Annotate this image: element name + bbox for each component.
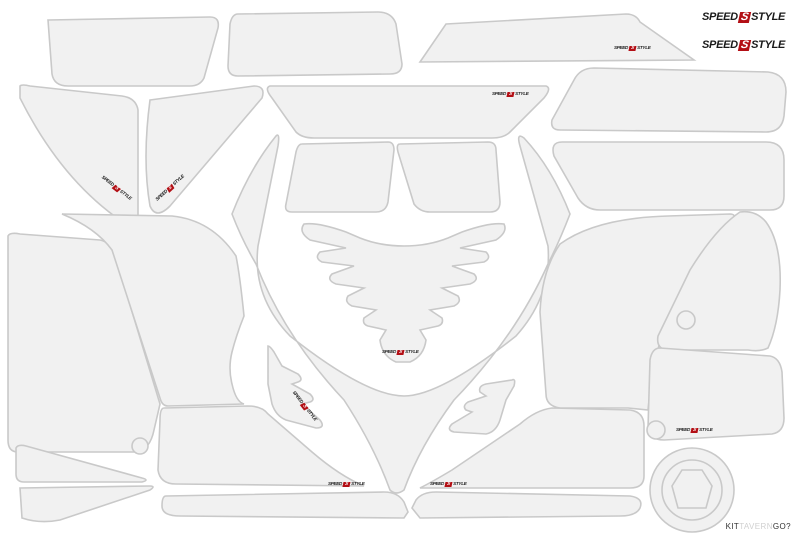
brand-logo-right-lower: SPEED S STYLE (430, 481, 467, 487)
footer-brand-part-2: TAVERN (739, 522, 773, 531)
decal-right-upper-panel (550, 67, 787, 133)
footer-brand-part-1: KIT (725, 522, 740, 531)
logo-word-2: STYLE (751, 11, 786, 23)
decal-right-lower-wedge (419, 407, 645, 489)
decal-left-lower-wedge (157, 405, 365, 487)
decal-right-circle-cutout-2 (646, 420, 666, 440)
footer-brand-part-3: GO? (772, 522, 791, 531)
footer-brand-text: KITTAVERNGO? (726, 522, 791, 531)
decal-center-v-fairing (231, 134, 571, 494)
logo-word-2: STYLE (699, 427, 713, 432)
decal-left-triangle-inner (145, 85, 264, 214)
logo-mark: S (444, 481, 453, 487)
logo-word-1: SPEED (328, 481, 343, 486)
decal-right-lower-panel (552, 141, 785, 211)
brand-logo-tank-pad: SPEED S STYLE (382, 349, 419, 355)
decal-left-side-mid (61, 213, 245, 407)
decal-top-center-panel (227, 11, 403, 77)
decal-center-strip (266, 85, 550, 139)
brand-logo-top-1: SPEED S STYLE (702, 11, 786, 23)
decal-left-bottom-strip-1 (15, 444, 147, 483)
decal-right-mid-panel (647, 347, 785, 441)
decal-top-left-panel (47, 16, 220, 87)
decal-bottom-long-strip (161, 491, 642, 519)
logo-word-1: SPEED (430, 481, 445, 486)
logo-word-1: SPEED (702, 39, 738, 51)
decal-left-fins (267, 345, 324, 429)
logo-mark: S (506, 91, 515, 97)
logo-mark: S (628, 45, 637, 51)
logo-word-1: SPEED (492, 91, 507, 96)
brand-logo-center-strip: SPEED S STYLE (492, 91, 529, 97)
logo-word-1: SPEED (702, 11, 738, 23)
logo-word-2: STYLE (515, 91, 529, 96)
logo-word-2: STYLE (351, 481, 365, 486)
decal-right-circle-cutout-1 (676, 310, 696, 330)
decal-top-right-wedge (418, 13, 697, 63)
logo-word-1: SPEED (614, 45, 629, 50)
logo-word-2: STYLE (637, 45, 651, 50)
logo-mark: S (737, 11, 752, 23)
brand-logo-top-2: SPEED S STYLE (702, 39, 786, 51)
logo-mark: S (396, 349, 405, 355)
logo-mark: S (342, 481, 351, 487)
logo-word-2: STYLE (405, 349, 419, 354)
decal-tank-pad (301, 222, 506, 363)
logo-word-1: SPEED (382, 349, 397, 354)
logo-word-1: SPEED (676, 427, 691, 432)
decal-center-right-lens (396, 141, 501, 213)
logo-mark: S (690, 427, 699, 433)
logo-mark: S (737, 39, 752, 51)
brand-logo-right-mid: SPEED S STYLE (676, 427, 713, 433)
decal-center-left-lens (284, 141, 395, 213)
decal-left-triangle-outer (19, 84, 139, 231)
decal-right-fins (448, 378, 516, 435)
decal-left-side-large (7, 232, 161, 453)
logo-word-2: STYLE (751, 39, 786, 51)
decal-left-bottom-strip-2 (19, 485, 154, 523)
brand-logo-left-lower: SPEED S STYLE (328, 481, 365, 487)
decal-left-circle-cutout (131, 437, 149, 455)
logo-word-2: STYLE (453, 481, 467, 486)
decal-fuel-cap-center (671, 469, 713, 509)
brand-logo-top-wedge: SPEED S STYLE (614, 45, 651, 51)
